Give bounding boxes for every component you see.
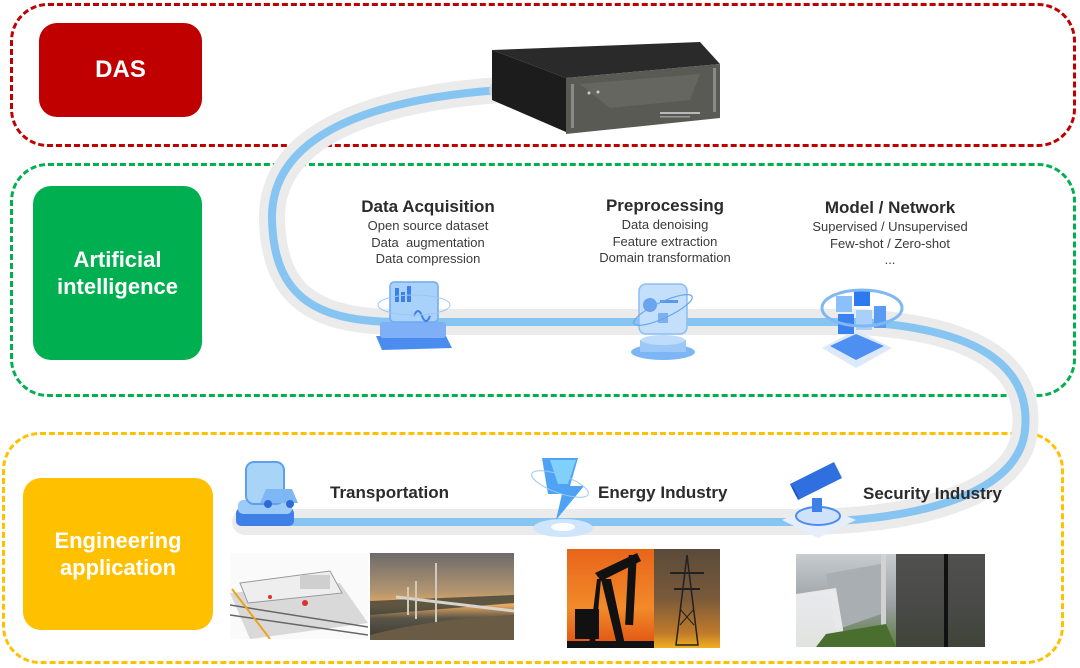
stage-item: Data compression xyxy=(375,251,481,266)
stage-data-acquisition: Data Acquisition Open source dataset Dat… xyxy=(340,197,516,268)
dam-fence-photo xyxy=(796,554,985,647)
ai-tag-line-2: intelligence xyxy=(56,274,179,299)
cable-bridge-photo xyxy=(370,553,514,640)
ai-layer-box xyxy=(10,163,1076,397)
stage-title: Model / Network xyxy=(824,198,956,217)
stage-title: Preprocessing xyxy=(605,196,725,215)
das-tag: DAS xyxy=(39,23,202,117)
engineering-layer-box xyxy=(2,432,1064,664)
ai-tag: Artificial intelligence xyxy=(33,186,202,360)
stage-title: Data Acquisition xyxy=(361,197,495,216)
pipeline-core xyxy=(241,86,1030,526)
engineering-tag: Engineering application xyxy=(23,478,213,630)
stage-item: Data augmentation xyxy=(371,234,485,250)
das-tag-label: DAS xyxy=(95,56,146,83)
stage-item: ... xyxy=(884,252,896,267)
engineering-tag-line-1: Engineering xyxy=(54,527,182,553)
power-pylon-photo xyxy=(654,549,720,648)
stage-item: Supervised / Unsupervised xyxy=(812,219,968,234)
das-layer-box xyxy=(10,3,1076,147)
ai-tag-line-1: Artificial xyxy=(73,246,162,272)
stage-item: Domain transformation xyxy=(599,250,731,265)
app-label-energy: Energy Industry xyxy=(598,483,728,502)
stage-preprocessing: Preprocessing Data denoising Feature ext… xyxy=(580,196,750,267)
app-label-security: Security Industry xyxy=(863,484,1002,503)
oil-pumpjack-photo xyxy=(567,549,654,648)
stage-item: Data denoising xyxy=(621,217,709,232)
railway-train-photo xyxy=(230,553,368,639)
stage-item: Open source dataset xyxy=(367,218,489,233)
stage-item: Feature extraction xyxy=(612,233,718,249)
pipeline-halo xyxy=(232,77,1039,535)
app-label-transportation: Transportation xyxy=(330,483,450,502)
engineering-tag-line-2: application xyxy=(59,555,177,580)
stage-model-network: Model / Network Supervised / Unsupervise… xyxy=(795,198,985,269)
stage-item: Few-shot / Zero-shot xyxy=(830,235,950,251)
